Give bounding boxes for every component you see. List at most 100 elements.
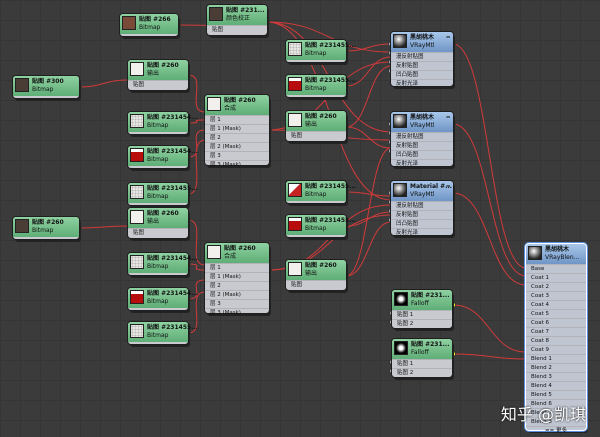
blend-port[interactable]: Blend 6 [526,399,586,408]
port-bump[interactable]: 凹凸贴图 [391,219,453,228]
port-map[interactable]: 贴图 1 [392,359,452,368]
port-layer[interactable]: 层 2 (Mask) [205,142,269,151]
port-diffuse[interactable]: 漫反射贴图 [391,132,453,141]
port-layer[interactable]: 层 1 [205,263,269,272]
port-layer[interactable]: 层 1 (Mask) [205,124,269,133]
node-color-correction[interactable]: 贴图 #231...颜色校正 贴图 [207,5,267,35]
port-bump[interactable]: 凹凸贴图 [391,70,453,79]
blend-port[interactable]: Coat 8 [526,336,586,345]
port-layer[interactable]: 层 1 [205,115,269,124]
collapse-icon[interactable]: ━ [446,34,450,41]
port-map[interactable]: 贴图 1 [392,310,452,319]
port-gloss[interactable]: 反射光泽 [391,228,453,237]
port-layer[interactable]: 层 3 (Mask) [205,160,269,169]
node-type: VRayBlen... [545,254,580,261]
port-diffuse[interactable]: 漫反射贴图 [391,52,453,61]
port-layer[interactable]: 层 3 [205,299,269,308]
port-layer[interactable]: 层 3 [205,151,269,160]
port-gloss[interactable]: 反射光泽 [391,79,453,88]
port-layer[interactable]: 层 2 [205,133,269,142]
node-bitmap-d[interactable]: 贴图 #231454...Bitmap [128,253,198,275]
port-reflect[interactable]: 反射贴图 [391,141,453,150]
node-title: 贴图 #260 [224,245,256,252]
port-map[interactable]: 贴图 [128,228,188,237]
node-bitmap-f[interactable]: 贴图 #231455...Bitmap [128,322,198,344]
node-title: 黑胡桃木 [545,246,570,253]
blend-port[interactable]: Coat 1 [526,273,586,282]
node-title: 贴图 #300 [32,78,64,85]
node-falloff-1[interactable]: 贴图 #231...Falloff 贴图 1 贴图 2 [392,290,452,328]
node-title: 贴图 #260 [305,262,337,269]
blend-port[interactable]: Coat 6 [526,318,586,327]
port-map[interactable]: 贴图 [286,131,346,140]
node-bitmap-e[interactable]: 贴图 #231454...Bitmap [128,288,198,310]
node-type: 输出 [305,270,318,277]
node-bitmap-m1[interactable]: 贴图 #231455...Bitmap [286,40,356,62]
node-type: Bitmap [147,263,169,270]
node-title: 贴图 #260 [147,210,179,217]
port-layer[interactable]: 层 2 [205,281,269,290]
node-bitmap-c[interactable]: 贴图 #231455...Bitmap [128,183,198,205]
node-type: Bitmap [139,24,161,31]
blend-port[interactable]: Coat 3 [526,291,586,300]
blend-port[interactable]: Blend 4 [526,381,586,390]
composite-thumbnail [207,97,221,111]
port-map[interactable]: 贴图 [128,80,188,89]
port-reflect[interactable]: 反射贴图 [391,210,453,219]
blend-port[interactable]: Coat 9 [526,345,586,354]
node-vraymtl-3[interactable]: Material #...VRayMtl━ 漫反射贴图 反射贴图 凹凸贴图 反射… [391,181,453,237]
node-title: 贴图 #231455... [305,42,357,49]
blend-port[interactable]: Blend 8 [526,417,586,426]
blend-port[interactable]: Coat 4 [526,300,586,309]
port-map[interactable]: 贴图 [286,280,346,289]
blend-port[interactable]: Coat 7 [526,327,586,336]
port-layer[interactable]: 层 2 (Mask) [205,290,269,299]
node-title: 贴图 #231455... [305,183,357,190]
port-map[interactable]: 贴图 2 [392,319,452,328]
node-bitmap-m5[interactable]: 贴图 #231455...Bitmap [286,215,356,237]
node-type: Bitmap [32,227,54,234]
blend-port[interactable]: Coat 5 [526,309,586,318]
blend-port[interactable]: Base [526,264,586,273]
blend-port[interactable]: Coat 2 [526,282,586,291]
node-type: Bitmap [32,86,54,93]
port-layer[interactable]: 层 1 (Mask) [205,272,269,281]
collapse-icon[interactable]: ━ [446,114,450,121]
blend-port[interactable]: Blend 5 [526,390,586,399]
node-falloff-2[interactable]: 贴图 #231...Falloff 贴图 1 贴图 2 [392,339,452,377]
node-bitmap-m4[interactable]: 贴图 #231455...Bitmap [286,181,356,203]
node-bitmap-a[interactable]: 贴图 #231454...Bitmap [128,112,198,134]
blend-port[interactable]: Blend 7 [526,408,586,417]
port-bump[interactable]: 凹凸贴图 [391,150,453,159]
node-title: 贴图 #231455... [305,217,357,224]
more-button[interactable]: == 更多 [526,426,586,435]
node-title: 贴图 #231454... [147,114,199,121]
composite-thumbnail [207,245,221,259]
port-reflect[interactable]: 反射贴图 [391,61,453,70]
port-map[interactable]: 贴图 2 [392,368,452,377]
port-diffuse[interactable]: 漫反射贴图 [391,201,453,210]
node-title: 贴图 #231454... [147,290,199,297]
node-bitmap-b[interactable]: 贴图 #231454...Bitmap [128,146,198,168]
node-bitmap-m2[interactable]: 贴图 #231455...Bitmap [286,75,356,97]
blend-port[interactable]: Blend 3 [526,372,586,381]
node-title: 贴图 #231455... [147,324,199,331]
blend-port[interactable]: Blend 1 [526,354,586,363]
port-gloss[interactable]: 反射光泽 [391,159,453,168]
port-map[interactable]: 贴图 [207,25,267,34]
blend-port[interactable]: Blend 2 [526,363,586,372]
port-layer[interactable]: 层 3 (Mask) [205,308,269,317]
collapse-icon[interactable]: ━ [446,183,450,190]
